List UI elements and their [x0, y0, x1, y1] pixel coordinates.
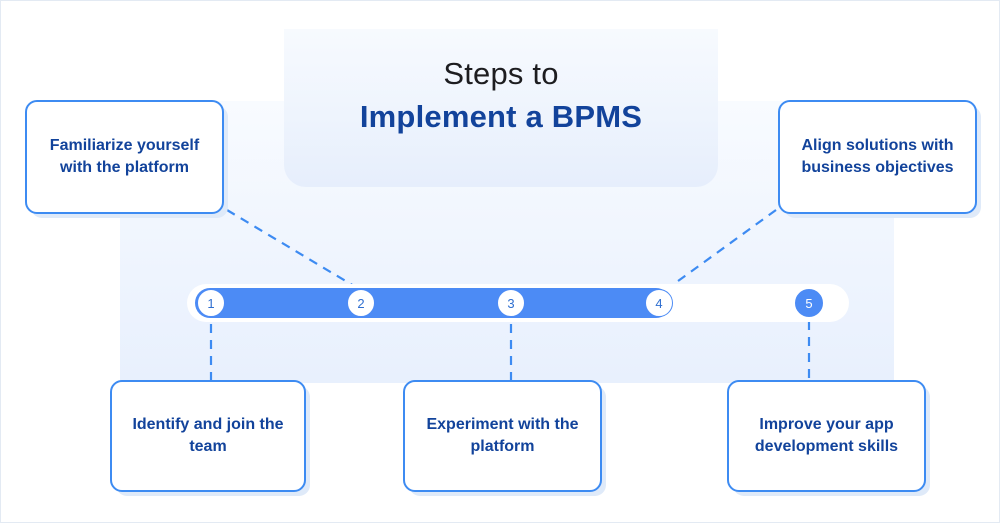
card-familiarize-platform[interactable]: Familiarize yourself with the platform: [25, 100, 224, 214]
card-identify-join-team[interactable]: Identify and join the team: [110, 380, 306, 492]
card-align-solutions[interactable]: Align solutions with business objectives: [778, 100, 977, 214]
step-marker-3[interactable]: 3: [497, 289, 525, 317]
step-number-1: 1: [207, 295, 215, 311]
step-marker-5[interactable]: 5: [795, 289, 823, 317]
card-improve-skills[interactable]: Improve your app development skills: [727, 380, 926, 492]
step-number-3: 3: [507, 295, 515, 311]
card-experiment-platform[interactable]: Experiment with the platform: [403, 380, 602, 492]
card-text-bottom-1: Identify and join the team: [132, 415, 284, 455]
step-number-5: 5: [805, 295, 813, 311]
card-text-top-left: Familiarize yourself with the platform: [49, 136, 200, 176]
step-marker-1[interactable]: 1: [197, 289, 225, 317]
step-marker-2[interactable]: 2: [347, 289, 375, 317]
page-title: Steps to Implement a BPMS: [284, 56, 718, 135]
title-line-2: Implement a BPMS: [359, 98, 643, 134]
step-number-2: 2: [357, 295, 365, 311]
card-text-bottom-3: Improve your app development skills: [754, 415, 899, 455]
progress-fill: [195, 288, 671, 318]
step-number-4: 4: [655, 295, 663, 311]
card-text-bottom-2: Experiment with the platform: [426, 415, 579, 455]
step-marker-4[interactable]: 4: [645, 289, 673, 317]
card-text-top-right: Align solutions with business objectives: [801, 136, 954, 176]
connector-card-tl-to-step2: [226, 209, 360, 290]
title-line-1: Steps to: [443, 56, 559, 91]
connector-card-tr-to-step4: [666, 209, 777, 290]
